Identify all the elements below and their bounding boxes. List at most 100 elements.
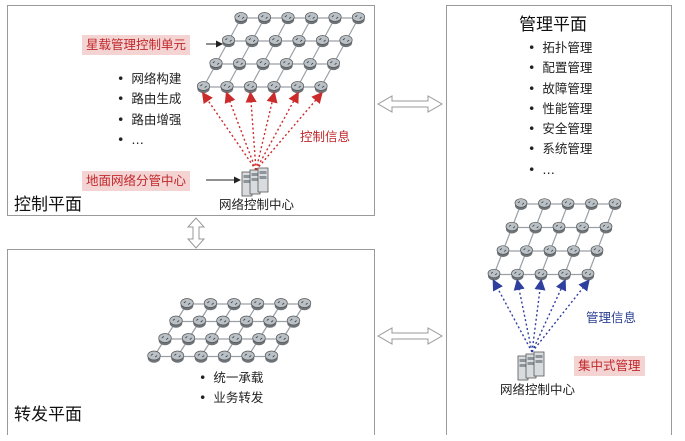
router-icon	[581, 268, 595, 281]
router-icon	[170, 350, 185, 363]
router-icon	[286, 315, 301, 328]
router-icon	[180, 298, 194, 311]
router-icon	[543, 245, 557, 257]
router-icon	[281, 12, 295, 25]
list-item: 性能管理	[528, 99, 592, 119]
router-icon	[608, 198, 622, 210]
router-icon	[267, 81, 281, 94]
forwarding-function-list: 统一承载 业务转发	[199, 368, 263, 408]
control-center-caption: 网络控制中心	[219, 197, 295, 212]
router-icon	[194, 350, 208, 363]
router-icon	[192, 315, 207, 328]
router-icon	[585, 198, 598, 210]
router-icon	[257, 12, 272, 25]
router-icon	[232, 58, 247, 71]
router-icon	[292, 35, 306, 48]
router-icon	[274, 298, 288, 311]
router-icon	[169, 315, 183, 328]
list-item: 配置管理	[528, 58, 592, 78]
router-icon	[326, 58, 341, 71]
router-icon	[328, 12, 342, 25]
router-icon	[496, 245, 510, 257]
router-icon	[529, 221, 542, 234]
router-icon	[228, 333, 243, 346]
router-icon	[239, 315, 254, 328]
server-rack-icon	[517, 351, 545, 381]
list-item: 安全管理	[528, 119, 592, 139]
management-function-list: 拓扑管理 配置管理 故障管理 性能管理 安全管理 系统管理 …	[528, 38, 592, 180]
list-item: 路由增强	[117, 110, 181, 130]
router-icon	[561, 198, 575, 210]
router-icon	[205, 333, 219, 346]
router-icon	[314, 81, 328, 94]
router-icon	[514, 198, 528, 210]
list-item: 路由生成	[117, 89, 181, 109]
forwarding-plane-title: 转发平面	[14, 405, 82, 425]
centralized-management-tag: 集中式管理	[574, 356, 645, 376]
router-icon	[505, 221, 519, 234]
router-icon	[216, 315, 230, 328]
control-plane-panel	[7, 5, 375, 216]
router-icon	[567, 245, 580, 257]
router-icon	[147, 350, 161, 363]
list-item: 拓扑管理	[528, 38, 592, 58]
control-plane-title: 控制平面	[14, 195, 82, 215]
control-function-list: 网络构建 路由生成 路由增强 …	[117, 69, 181, 150]
router-icon	[227, 298, 241, 311]
list-item: …	[528, 160, 592, 180]
router-icon	[599, 221, 613, 234]
list-item: …	[117, 130, 181, 150]
router-icon	[552, 221, 566, 234]
router-icon	[221, 35, 236, 48]
router-icon	[241, 350, 255, 363]
router-icon	[487, 268, 501, 281]
router-icon	[250, 298, 265, 311]
router-icon	[196, 81, 211, 94]
list-item: 业务转发	[199, 388, 263, 408]
router-icon	[263, 315, 277, 328]
management-plane-title: 管理平面	[519, 15, 587, 35]
router-icon	[576, 221, 589, 234]
router-icon	[511, 268, 524, 281]
router-icon	[339, 35, 353, 48]
satellite-unit-tag: 星载管理控制单元	[82, 35, 191, 55]
router-icon	[264, 350, 279, 363]
router-icon	[590, 245, 604, 257]
management-info-arrows	[492, 278, 590, 353]
router-icon	[209, 58, 223, 71]
router-icon	[217, 350, 232, 363]
router-icon	[256, 58, 270, 71]
router-icon	[538, 198, 551, 210]
router-icon	[290, 81, 305, 94]
router-icon	[279, 58, 294, 71]
management-center-caption: 网络控制中心	[500, 382, 576, 397]
server-rack-icon	[241, 167, 269, 197]
router-icon	[252, 333, 266, 346]
control-info-label: 控制信息	[300, 129, 351, 144]
router-icon	[297, 298, 312, 311]
router-icon	[520, 245, 533, 257]
list-item: 网络构建	[117, 69, 181, 89]
router-icon	[203, 298, 218, 311]
router-icon	[268, 35, 283, 48]
router-icon	[158, 333, 172, 346]
router-icon	[220, 81, 234, 94]
control-info-arrows	[201, 91, 323, 171]
double-arrow-icon	[376, 95, 444, 113]
router-icon	[558, 268, 571, 281]
double-arrow-icon	[186, 217, 206, 249]
router-icon	[534, 268, 548, 281]
double-arrow-icon	[376, 327, 444, 345]
router-icon	[315, 35, 330, 48]
router-icon	[243, 81, 258, 94]
router-icon	[245, 35, 259, 48]
management-info-label: 管理信息	[586, 310, 637, 325]
router-icon	[181, 333, 196, 346]
list-item: 系统管理	[528, 139, 592, 159]
list-item: 统一承载	[199, 368, 263, 388]
list-item: 故障管理	[528, 79, 592, 99]
ground-center-tag: 地面网络分管中心	[82, 171, 191, 191]
router-icon	[304, 12, 319, 25]
router-icon	[351, 12, 366, 25]
